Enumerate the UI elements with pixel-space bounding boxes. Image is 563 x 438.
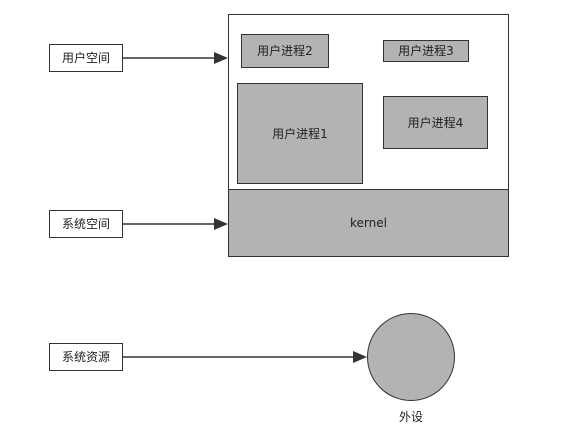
device-circle [367, 313, 455, 401]
user-space-label: 用户空间 [49, 44, 123, 72]
user-space-label-text: 用户空间 [61, 51, 110, 65]
user-process-1: 用户进程1 [237, 83, 363, 184]
user-space-arrowhead [214, 52, 228, 64]
system-resources-label: 系统资源 [49, 343, 123, 371]
system-space-label: 系统空间 [49, 210, 123, 238]
user-process-4: 用户进程4 [383, 96, 488, 149]
user-process-3: 用户进程3 [383, 40, 469, 62]
device-label: 外设 [398, 410, 424, 424]
kernel-label: kernel [350, 216, 387, 230]
user-process-3-label: 用户进程3 [398, 44, 454, 58]
user-process-2: 用户进程2 [241, 34, 329, 68]
system-space-label-text: 系统空间 [61, 217, 110, 231]
user-process-1-label: 用户进程1 [272, 126, 328, 141]
system-resources-label-text: 系统资源 [61, 350, 110, 364]
system-space-arrowhead [214, 218, 228, 230]
user-process-2-label: 用户进程2 [257, 44, 313, 58]
system-resources-arrowhead [353, 351, 367, 363]
user-process-4-label: 用户进程4 [407, 115, 464, 130]
kernel-region: kernel [228, 189, 509, 257]
